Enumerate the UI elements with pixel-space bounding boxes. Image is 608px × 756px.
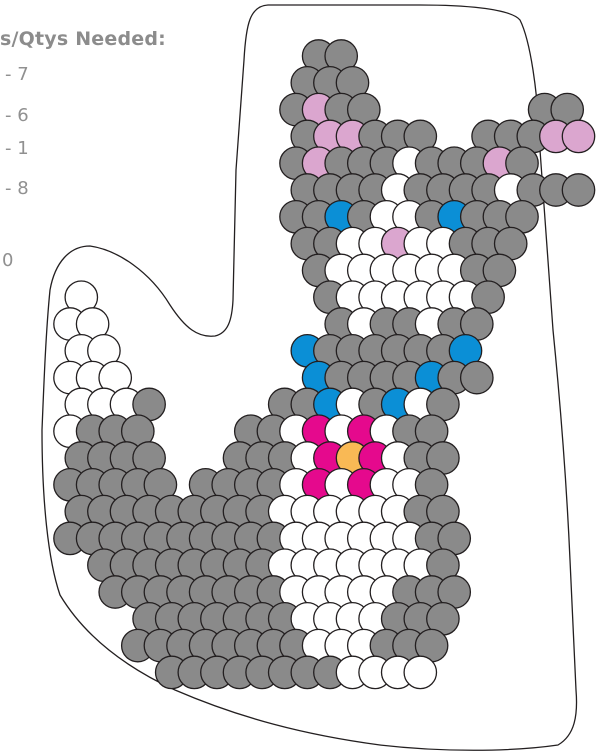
bead-gray xyxy=(562,174,594,206)
bead-gray xyxy=(461,361,493,393)
bead-pink xyxy=(562,120,594,152)
bead-white xyxy=(404,656,436,688)
bead-grid xyxy=(54,40,595,689)
